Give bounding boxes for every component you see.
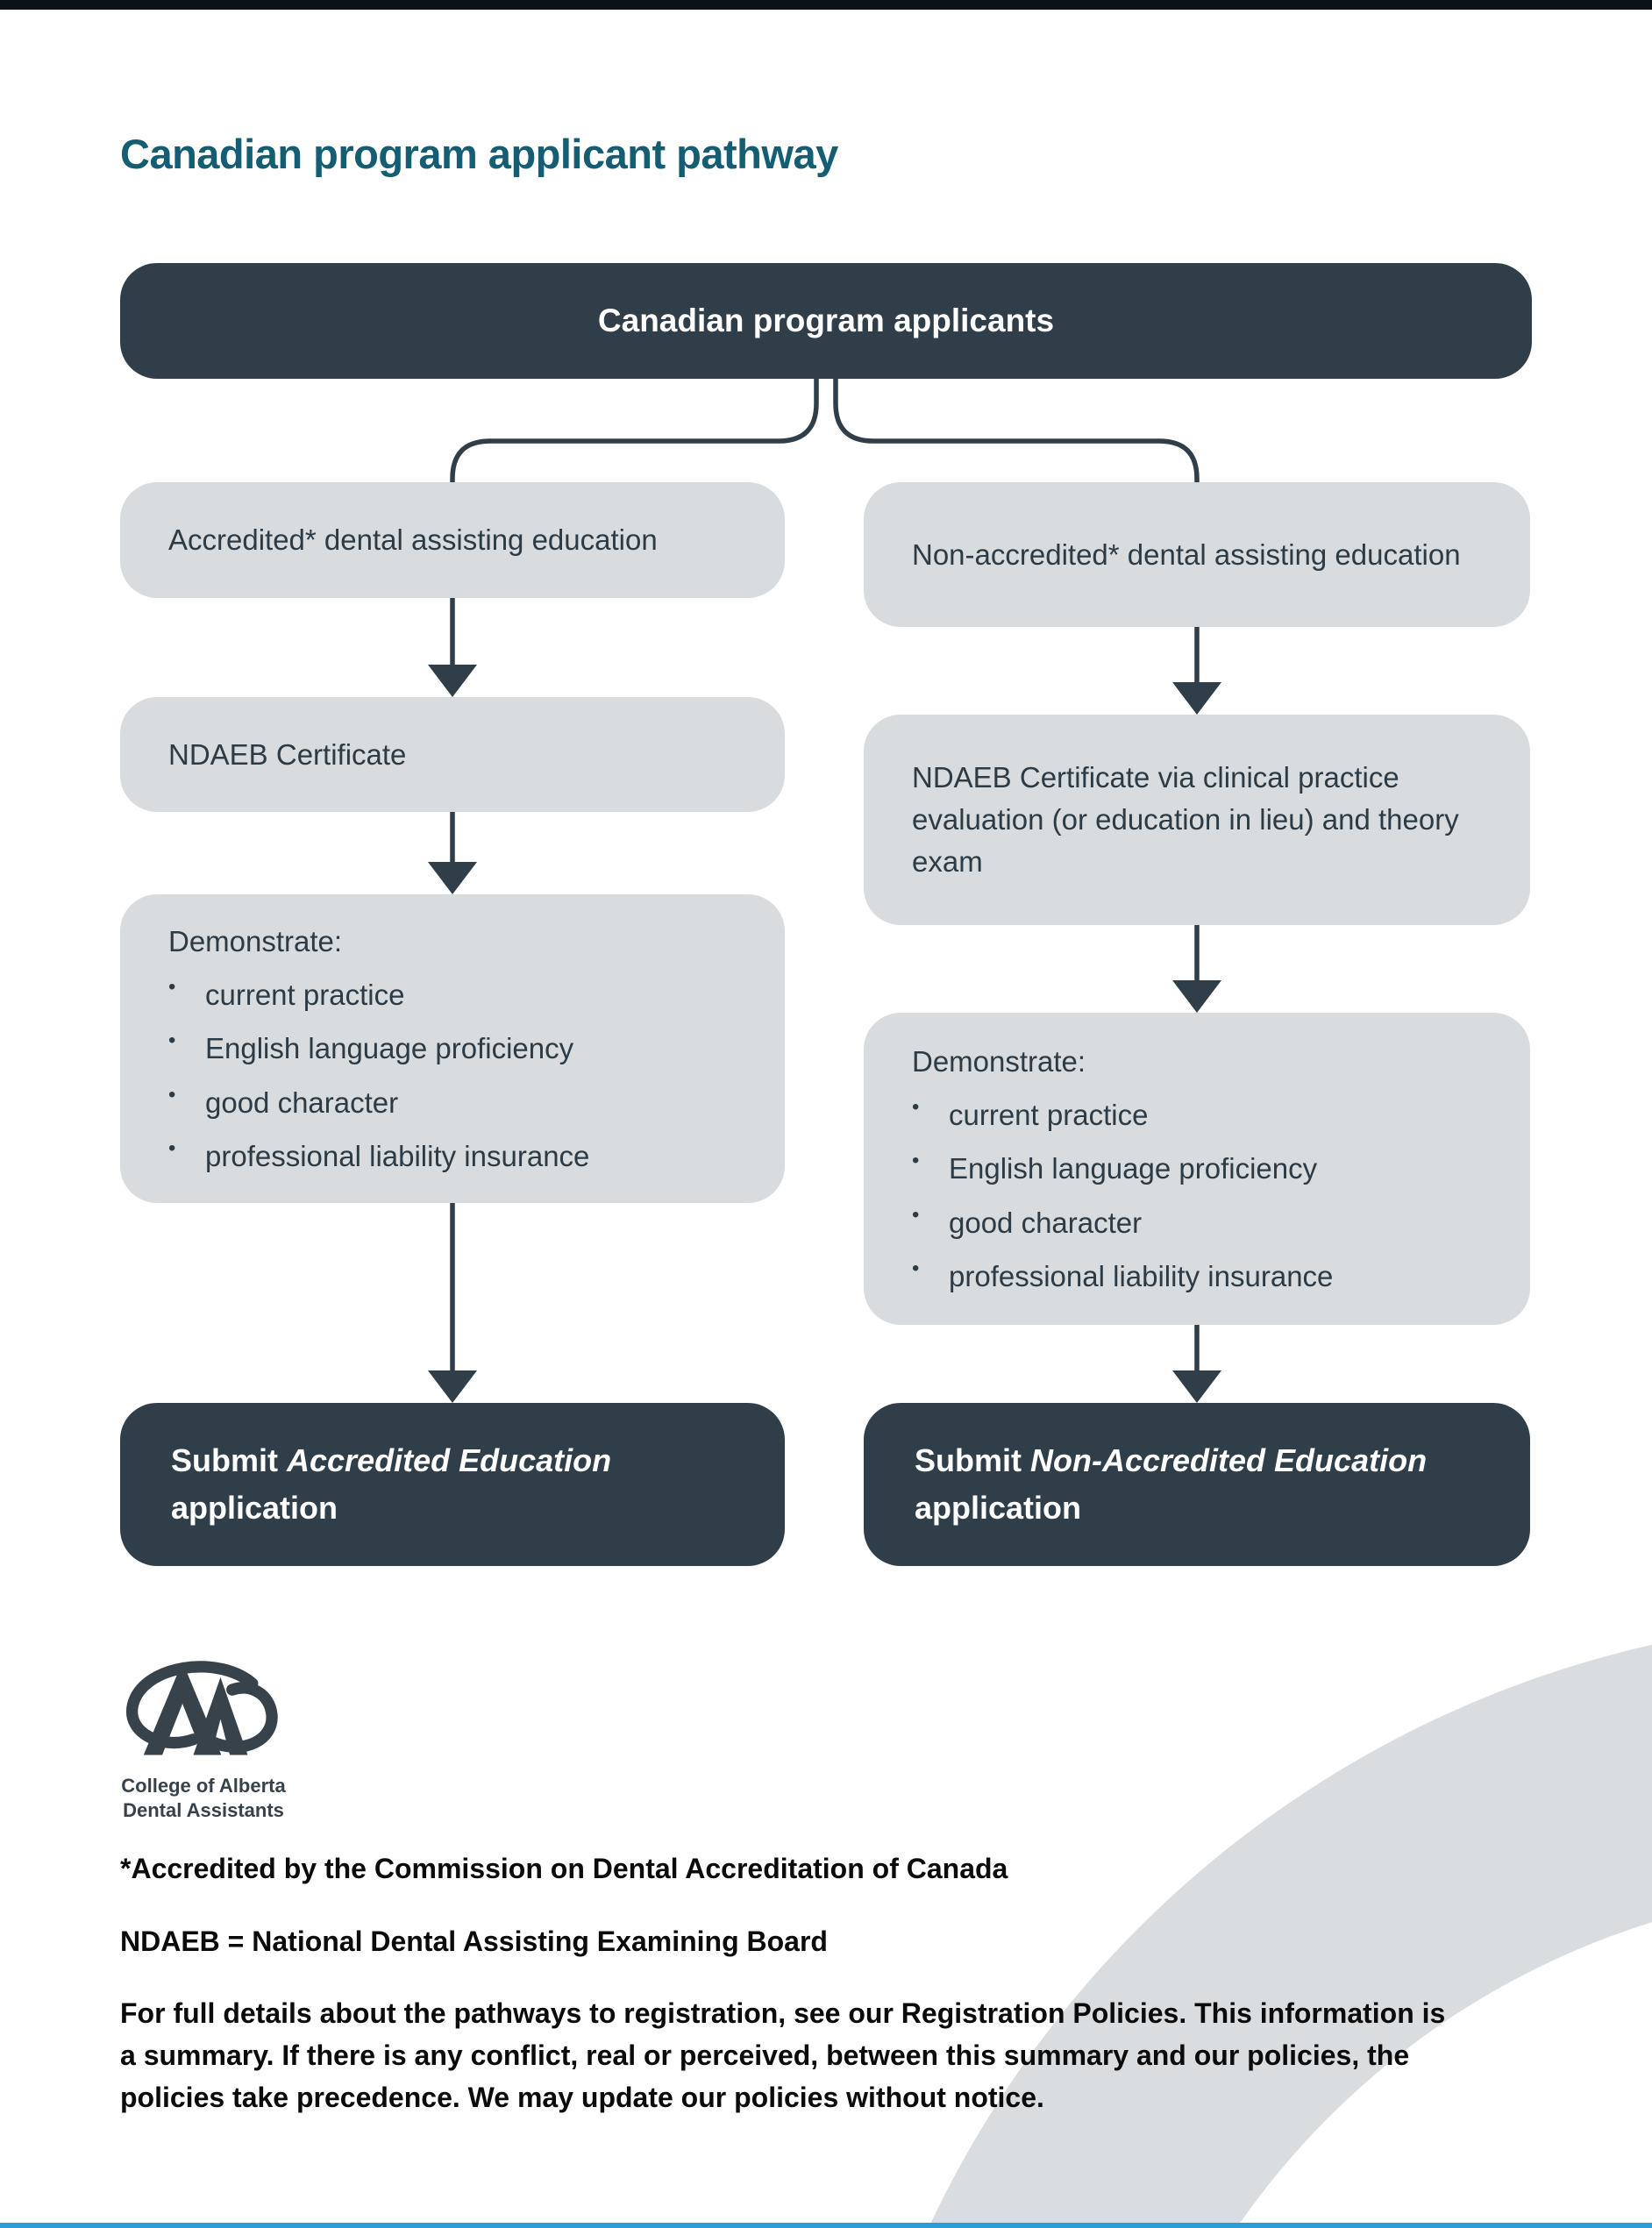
bullet-icon: • xyxy=(912,1149,920,1173)
connector-lines xyxy=(428,379,1221,1403)
split-connector-left xyxy=(450,379,819,488)
arrowhead-icon xyxy=(428,862,477,894)
arrowhead-icon xyxy=(428,665,477,697)
bullet-text: current practice xyxy=(949,1099,1149,1132)
bullet-icon: • xyxy=(912,1202,920,1227)
cada-logo-text: College of Alberta Dental Assistants xyxy=(111,1774,296,1822)
split-connector-right xyxy=(833,379,1200,488)
cada-logo-mark xyxy=(125,1661,278,1755)
bullet-text: good character xyxy=(205,1086,399,1119)
node-nonaccredited-education: Non-accredited* dental assisting educati… xyxy=(864,482,1530,627)
list-item: • good character xyxy=(168,1076,745,1129)
submit-prefix: Submit xyxy=(171,1442,278,1478)
bullet-text: English language proficiency xyxy=(949,1152,1318,1185)
top-accent-bar xyxy=(0,0,1652,10)
node-ndaeb-certificate-clinical: NDAEB Certificate via clinical practice … xyxy=(864,715,1530,925)
submit-suffix: application xyxy=(171,1490,338,1526)
bullet-icon: • xyxy=(168,1135,176,1160)
demonstrate-list: • current practice • English language prof… xyxy=(168,968,745,1182)
demonstrate-heading: Demonstrate: xyxy=(168,925,343,958)
footnote-accredited: *Accredited by the Commission on Dental … xyxy=(120,1853,1008,1884)
bullet-icon: • xyxy=(168,1082,176,1107)
demonstrate-heading: Demonstrate: xyxy=(912,1045,1086,1078)
list-item: • good character xyxy=(912,1196,1491,1249)
node-demonstrate-right: Demonstrate: • current practice • English … xyxy=(864,1013,1530,1325)
bullet-text: English language proficiency xyxy=(205,1032,574,1065)
node-root-label: Canadian program applicants xyxy=(597,303,1055,338)
submit-program: Accredited Education xyxy=(287,1442,612,1478)
node-ndaeb-certificate: NDAEB Certificate xyxy=(120,697,785,812)
list-item: • professional liability insurance xyxy=(168,1129,745,1183)
arrowhead-icon xyxy=(1172,682,1221,715)
node-demonstrate-left: Demonstrate: • current practice • English … xyxy=(120,894,785,1203)
node-accredited-education: Accredited* dental assisting education xyxy=(120,482,785,598)
cada-logo: College of Alberta Dental Assistants xyxy=(111,1655,296,1822)
logo-line2: Dental Assistants xyxy=(123,1798,284,1821)
bullet-icon: • xyxy=(912,1256,920,1280)
bullet-icon: • xyxy=(168,975,176,1000)
bullet-icon: • xyxy=(912,1095,920,1120)
submit-prefix: Submit xyxy=(915,1442,1022,1478)
bullet-text: good character xyxy=(949,1206,1143,1239)
footnote-policy: For full details about the pathways to r… xyxy=(120,1997,1446,2113)
submit-label: Submit Accredited Education application xyxy=(171,1437,745,1532)
demonstrate-list: • current practice • English language prof… xyxy=(912,1088,1491,1302)
bullet-icon: • xyxy=(168,1029,176,1053)
arrowhead-icon xyxy=(1172,1370,1221,1403)
submit-program: Non-Accredited Education xyxy=(1030,1442,1428,1478)
bullet-text: professional liability insurance xyxy=(949,1259,1334,1292)
list-item: • English language proficiency xyxy=(168,1021,745,1075)
node-label: NDAEB Certificate xyxy=(168,737,407,771)
node-root: Canadian program applicants xyxy=(120,263,1532,379)
bullet-text: current practice xyxy=(205,979,405,1012)
node-submit-nonaccredited: Submit Non-Accredited Education applicat… xyxy=(864,1403,1530,1566)
node-label: Non-accredited* dental assisting educati… xyxy=(912,537,1461,571)
node-label: Accredited* dental assisting education xyxy=(168,523,658,557)
list-item: • English language proficiency xyxy=(912,1142,1491,1195)
list-item: • professional liability insurance xyxy=(912,1249,1491,1303)
list-item: • current practice xyxy=(168,968,745,1021)
list-item: • current practice xyxy=(912,1088,1491,1142)
node-label: NDAEB Certificate via clinical practice … xyxy=(912,761,1459,878)
submit-suffix: application xyxy=(915,1490,1082,1526)
arrowhead-icon xyxy=(428,1370,477,1403)
page-title: Canadian program applicant pathway xyxy=(120,131,838,177)
node-submit-accredited: Submit Accredited Education application xyxy=(120,1403,785,1566)
bullet-text: professional liability insurance xyxy=(205,1139,590,1172)
arrowhead-icon xyxy=(1172,980,1221,1013)
bottom-accent-bar xyxy=(0,2223,1652,2228)
submit-label: Submit Non-Accredited Education applicat… xyxy=(915,1437,1491,1532)
logo-line1: College of Alberta xyxy=(121,1775,286,1797)
footnote-ndaeb: NDAEB = National Dental Assisting Examin… xyxy=(120,1925,828,1957)
